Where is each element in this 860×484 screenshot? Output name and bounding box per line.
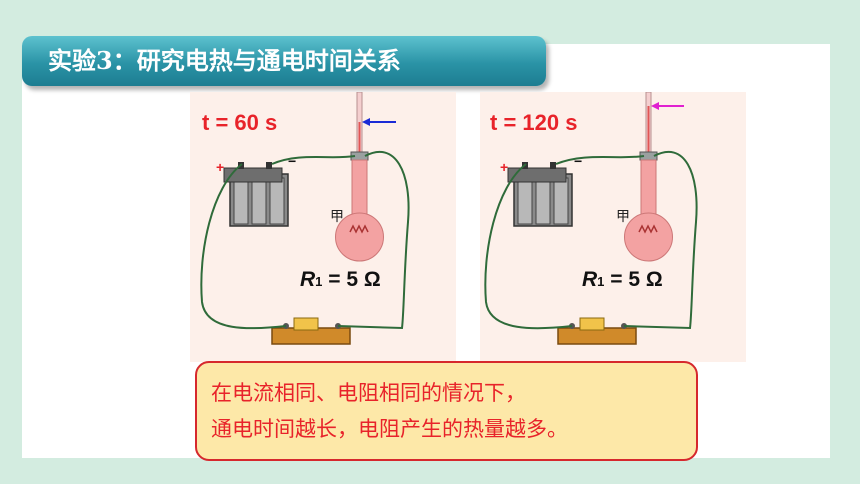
wire (271, 155, 356, 165)
resistor-subscript: 1 (315, 274, 323, 289)
experiment-panel-120s: + − t = 120 s 甲 R1 = 5 Ω (480, 92, 746, 362)
resistor-coil-icon (638, 224, 658, 234)
wire (337, 150, 410, 330)
resistor-subscript: 1 (597, 274, 605, 289)
time-label: t = 120 s (490, 110, 578, 135)
conclusion-box: 在电流相同、电阻相同的情况下， 通电时间越长，电阻产生的热量越多。 (195, 361, 698, 461)
flask-bulb (335, 212, 384, 262)
wire (555, 155, 645, 165)
conclusion-line-1: 在电流相同、电阻相同的情况下， (211, 381, 526, 405)
resistor-coil-icon (349, 224, 369, 234)
circuit-diagram: + − (200, 92, 410, 345)
resistor-symbol: R (582, 268, 598, 291)
resistance-value: = 5 Ω (610, 268, 663, 291)
resistance-label: R1 = 5 Ω (300, 268, 381, 292)
svg-text:+: + (500, 159, 508, 175)
resistor-symbol: R (300, 268, 316, 291)
arrow-head-icon (651, 102, 659, 110)
svg-text:+: + (216, 159, 224, 175)
svg-text:−: − (288, 153, 296, 169)
battery-icon: + − (500, 153, 582, 227)
flask-label: 甲 (330, 209, 344, 225)
switch-icon (271, 317, 351, 345)
circuit-diagram: + − (484, 92, 698, 345)
experiment-panel-60s: + − t = 60 s 甲 R1 = 5 Ω (190, 92, 456, 362)
thermometer-liquid (647, 106, 650, 154)
slide-title: 实验3：研究电热与通电时间关系 (22, 36, 546, 86)
resistance-label: R1 = 5 Ω (582, 268, 663, 292)
time-label: t = 60 s (202, 110, 278, 135)
wire (623, 150, 698, 330)
wire (484, 163, 573, 330)
battery-icon: + − (216, 153, 296, 227)
flask-label: 甲 (616, 209, 630, 225)
flask-bulb (624, 212, 673, 262)
svg-text:−: − (574, 153, 582, 169)
wire (200, 163, 287, 330)
arrow-head-icon (362, 118, 370, 126)
conclusion-line-2: 通电时间越长，电阻产生的热量越多。 (211, 417, 568, 441)
switch-icon (557, 317, 637, 345)
thermometer-liquid (358, 122, 361, 154)
resistance-value: = 5 Ω (328, 268, 381, 291)
